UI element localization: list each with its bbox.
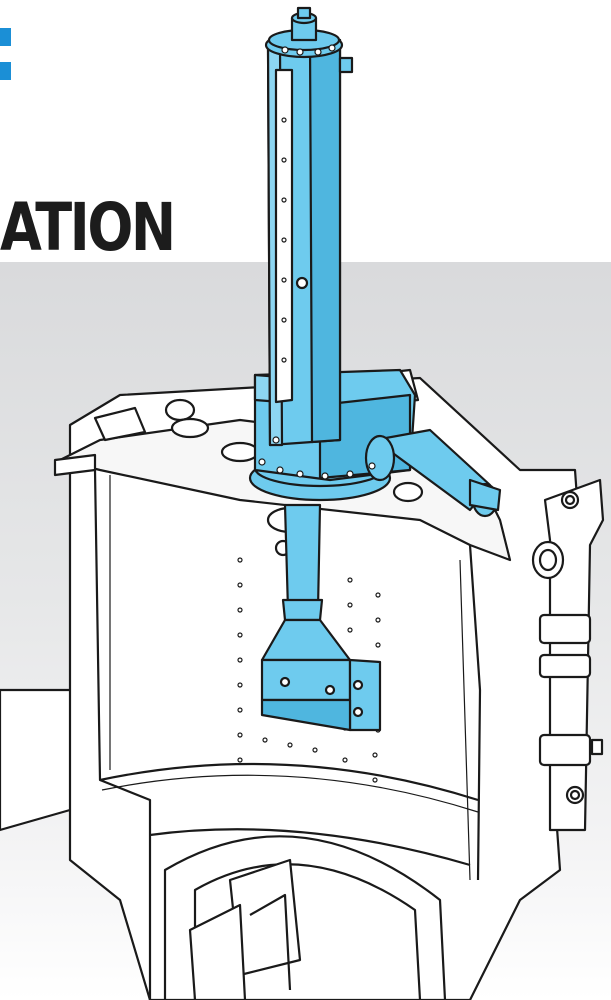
bowl-arc-lower bbox=[149, 828, 471, 867]
accent-bar-bottom bbox=[0, 62, 11, 80]
inner-wall bbox=[93, 469, 152, 1000]
bowl-arc-upper bbox=[99, 762, 479, 802]
accent-bar-top bbox=[0, 28, 11, 46]
side-clamp-lower bbox=[538, 733, 592, 767]
inner-basket bbox=[163, 835, 447, 1000]
drive-shaft-vertical bbox=[283, 503, 322, 612]
headline: ATION bbox=[0, 189, 176, 266]
side-clamp-upper bbox=[538, 613, 592, 645]
